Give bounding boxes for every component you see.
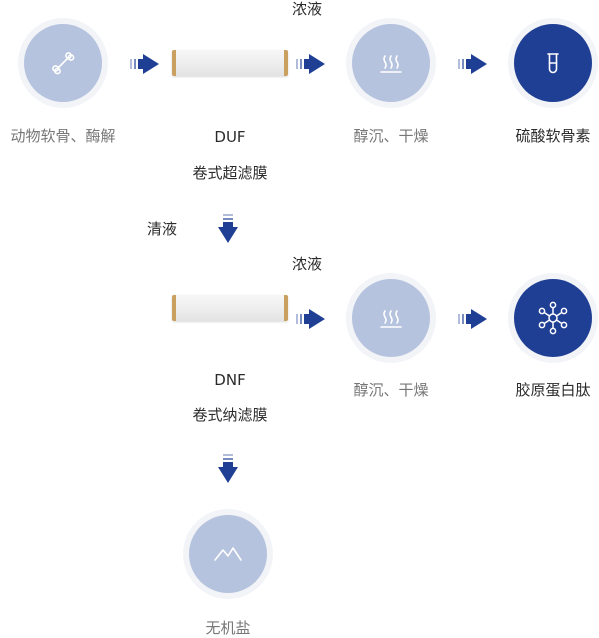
concentrate-label-1: 浓液	[291, 0, 322, 18]
product-circle-2	[514, 279, 592, 357]
duf-name: 卷式超滤膜	[192, 164, 268, 182]
arrow-down-2	[218, 454, 238, 483]
source-circle	[24, 24, 102, 102]
process-circle-2	[352, 279, 430, 357]
product-label-2: 胶原蛋白肽	[515, 381, 591, 399]
bone-icon	[52, 52, 75, 75]
concentrate-label-2: 浓液	[291, 255, 322, 273]
salt-circle	[189, 515, 267, 593]
dnf-name: 卷式纳滤膜	[192, 406, 268, 424]
salt-label: 无机盐	[205, 619, 251, 637]
molecule-network-icon	[538, 301, 568, 335]
test-tube-icon	[547, 53, 559, 74]
arrow-right-3	[458, 54, 487, 74]
source-label: 动物软骨、酶解	[10, 127, 116, 145]
arrow-right-4	[296, 309, 325, 329]
process-label-1: 醇沉、干燥	[353, 127, 429, 145]
process-label-2: 醇沉、干燥	[353, 381, 429, 399]
filtrate-label: 清液	[146, 220, 177, 238]
dnf-code: DNF	[214, 371, 246, 389]
mountain-icon	[214, 547, 242, 561]
duf-code: DUF	[214, 128, 246, 146]
dnf-filter-cartridge	[172, 295, 288, 321]
arrow-right-2	[296, 54, 325, 74]
heat-dry-icon	[380, 55, 402, 73]
product-label-1: 硫酸软骨素	[515, 127, 591, 145]
product-circle-1	[514, 24, 592, 102]
heat-dry-icon	[380, 310, 402, 328]
arrow-right-5	[458, 309, 487, 329]
process-circle-1	[352, 24, 430, 102]
arrow-down-1	[218, 214, 238, 243]
duf-filter-cartridge	[172, 50, 288, 76]
arrow-right-1	[130, 54, 159, 74]
